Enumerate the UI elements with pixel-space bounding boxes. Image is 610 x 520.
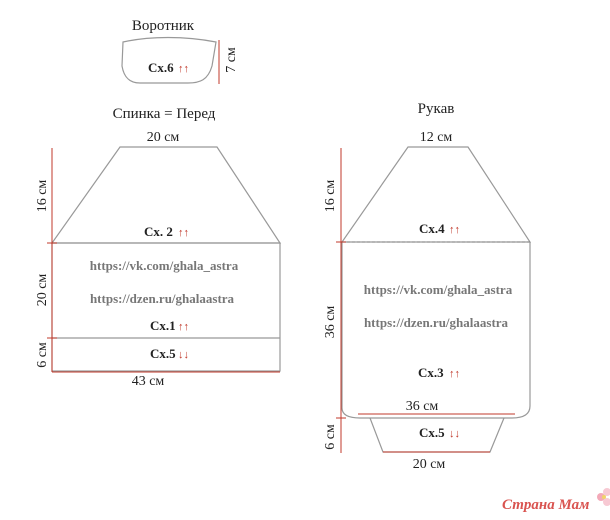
sleeve-bottom-height: 6 см (323, 424, 338, 450)
back-title: Спинка = Перед (113, 106, 216, 122)
back-chart-middle-arrows: ↑↑ (178, 321, 189, 333)
back-url-dzen: https://dzen.ru/ghalaastra (90, 291, 235, 306)
watermark-text: Страна Мам (502, 497, 589, 513)
sleeve-middle-shape (341, 242, 531, 419)
back-chart-upper-arrows: ↑↑ (178, 227, 189, 239)
collar-title: Воротник (132, 18, 195, 34)
back-url-vk: https://vk.com/ghala_astra (90, 258, 239, 273)
sleeve-upper-height: 16 см (323, 180, 338, 213)
sleeve-chart-upper-arrows: ↑↑ (449, 224, 460, 236)
flower-icon (597, 488, 610, 506)
collar-chart-arrows: ↑↑ (178, 63, 189, 75)
sleeve-chart-bottom: Сх.5 (419, 425, 445, 440)
collar-chart-label: Сх.6 (148, 60, 174, 75)
sleeve-middle-width: 36 см (406, 399, 439, 414)
back-chart-upper: Сх. 2 (144, 224, 173, 239)
sleeve-title: Рукав (418, 101, 455, 117)
back-upper-height: 16 см (35, 180, 50, 213)
sleeve-bottom-width: 20 см (413, 457, 446, 472)
back-middle-height: 20 см (35, 274, 50, 307)
back-chart-bottom: Сх.5 (150, 346, 176, 361)
sleeve-url-dzen: https://dzen.ru/ghalaastra (364, 315, 509, 330)
back-bottom-height: 6 см (35, 342, 50, 368)
back-chart-bottom-arrows: ↓↓ (178, 349, 189, 361)
collar-height-label: 7 см (224, 47, 239, 73)
watermark-logo: Страна Мам (502, 488, 610, 513)
sleeve-top-width: 12 см (420, 130, 453, 145)
back-top-width: 20 см (147, 130, 180, 145)
sleeve-middle-height: 36 см (323, 306, 338, 339)
sleeve-chart-upper: Сх.4 (419, 221, 445, 236)
collar-shape (121, 36, 217, 84)
back-chart-middle: Сх.1 (150, 318, 176, 333)
sleeve-chart-bottom-arrows: ↓↓ (449, 428, 460, 440)
back-bottom-width: 43 см (132, 374, 165, 389)
sleeve-url-vk: https://vk.com/ghala_astra (364, 282, 513, 297)
sleeve-chart-middle: Сх.3 (418, 365, 444, 380)
sleeve-chart-middle-arrows: ↑↑ (449, 368, 460, 380)
